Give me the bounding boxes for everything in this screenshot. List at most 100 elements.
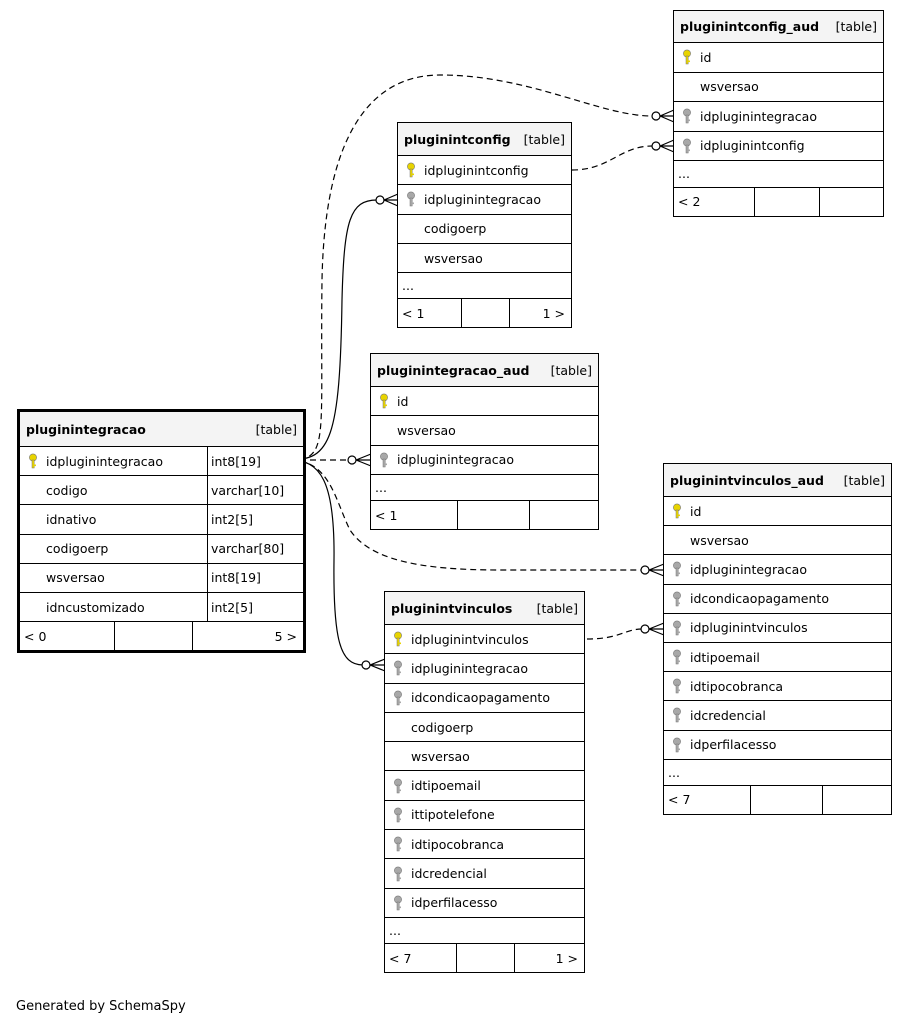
foreign-key-icon xyxy=(385,807,411,823)
relationship-line xyxy=(289,459,642,571)
column-name: wsversao xyxy=(690,532,749,548)
parent-count[interactable]: < 7 xyxy=(668,792,691,808)
column-row[interactable]: idcondicaopagamento xyxy=(664,585,891,614)
column-row[interactable]: wsversao xyxy=(398,244,571,274)
column-row[interactable]: idtipocobranca xyxy=(385,830,584,860)
column-row[interactable]: id xyxy=(371,387,598,417)
column-row[interactable]: idpluginintconfig xyxy=(674,132,883,161)
column-row[interactable]: idnativo int2[5] xyxy=(20,505,303,535)
column-name: idnativo xyxy=(46,511,97,527)
column-name: idtipoemail xyxy=(690,649,760,665)
column-name: codigoerp xyxy=(424,221,487,237)
foreign-key-icon xyxy=(664,737,690,753)
column-row[interactable]: idpluginintegracao xyxy=(664,555,891,585)
parent-count[interactable]: < 0 xyxy=(24,628,47,644)
more-columns-indicator[interactable]: ... xyxy=(398,273,571,300)
table-header: pluginintegracao_aud[table] xyxy=(371,354,598,387)
crows-foot-marker xyxy=(369,658,386,672)
column-name: codigoerp xyxy=(411,719,474,735)
crows-foot-marker xyxy=(383,193,399,207)
column-row[interactable]: ittipotelefone xyxy=(385,801,584,831)
more-columns-indicator[interactable]: ... xyxy=(371,475,598,502)
column-name: idtipocobranca xyxy=(411,836,505,852)
relationship-count-footer: < 1 xyxy=(371,501,598,530)
crows-foot-marker xyxy=(659,139,675,153)
crows-foot-marker xyxy=(375,195,385,205)
table-pluginintvinculos[interactable]: pluginintvinculos[table]idpluginintvincu… xyxy=(384,591,585,974)
more-columns-indicator[interactable]: ... xyxy=(664,760,891,786)
child-count[interactable]: 5 > xyxy=(192,622,303,651)
child-count[interactable]: 1 > xyxy=(514,944,584,973)
column-name: idpluginintegracao xyxy=(411,660,528,676)
table-name: pluginintegracao xyxy=(26,421,146,437)
column-row[interactable]: wsversao xyxy=(371,416,598,446)
column-row[interactable]: codigoerp xyxy=(398,215,571,244)
column-row[interactable]: wsversao xyxy=(385,742,584,772)
column-row[interactable]: idpluginintegracao xyxy=(371,446,598,475)
crows-foot-marker xyxy=(347,455,357,465)
foreign-key-icon xyxy=(664,591,690,607)
child-count[interactable]: 1 > xyxy=(509,299,571,328)
column-row[interactable]: idtipocobranca xyxy=(664,672,891,702)
column-row[interactable]: idperfilacesso xyxy=(385,889,584,918)
parent-count[interactable]: < 7 xyxy=(389,950,412,966)
column-row[interactable]: wsversao xyxy=(674,73,883,102)
column-name: idpluginintconfig xyxy=(424,162,529,178)
more-columns-indicator[interactable]: ... xyxy=(385,918,584,945)
column-name: idtipoemail xyxy=(411,778,481,794)
foreign-key-icon xyxy=(674,108,700,124)
relationship-line xyxy=(571,145,653,171)
child-count[interactable] xyxy=(822,785,891,814)
column-name: wsversao xyxy=(700,79,759,95)
parent-count[interactable]: < 1 xyxy=(375,507,398,523)
column-name: idpluginintegracao xyxy=(700,108,817,124)
column-name: idncustomizado xyxy=(46,599,145,615)
column-row[interactable]: idpluginintvinculos xyxy=(664,614,891,643)
column-row[interactable]: idpluginintvinculos xyxy=(385,625,584,655)
relationship-line xyxy=(289,459,364,666)
table-pluginintegracao[interactable]: pluginintegracao[table]idpluginintegraca… xyxy=(17,409,306,654)
column-row[interactable]: id xyxy=(664,497,891,527)
column-row[interactable]: idperfilacesso xyxy=(664,731,891,760)
more-columns-indicator[interactable]: ... xyxy=(674,161,883,188)
primary-key-icon xyxy=(20,453,46,469)
column-row[interactable]: id xyxy=(674,43,883,73)
column-datatype: int2[5] xyxy=(207,505,303,534)
foreign-key-icon xyxy=(664,678,690,694)
column-row[interactable]: idpluginintegracao xyxy=(674,102,883,132)
column-datatype: varchar[80] xyxy=(207,534,303,563)
parent-count[interactable]: < 2 xyxy=(678,194,701,209)
column-row[interactable]: idcondicaopagamento xyxy=(385,684,584,713)
column-name: idcredencial xyxy=(411,866,487,882)
child-count[interactable] xyxy=(819,187,883,216)
parent-count[interactable]: < 1 xyxy=(402,305,425,321)
relationship-line xyxy=(289,199,378,461)
column-row[interactable]: idcredencial xyxy=(664,701,891,731)
column-row[interactable]: idpluginintconfig xyxy=(398,156,571,186)
column-row[interactable]: idcredencial xyxy=(385,859,584,889)
column-row[interactable]: idpluginintegracao xyxy=(398,185,571,215)
foreign-key-icon xyxy=(664,561,690,577)
column-row[interactable]: idtipoemail xyxy=(664,643,891,673)
table-type-label: [table] xyxy=(843,472,885,488)
crows-foot-marker xyxy=(648,622,665,636)
crows-foot-marker xyxy=(648,563,665,577)
column-name: idpluginintegracao xyxy=(424,191,541,207)
column-row[interactable]: codigoerp xyxy=(385,713,584,743)
column-row[interactable]: idpluginintegracao xyxy=(385,654,584,684)
column-row[interactable]: idtipoemail xyxy=(385,771,584,801)
foreign-key-icon xyxy=(664,707,690,723)
child-count[interactable] xyxy=(529,501,598,530)
column-row[interactable]: wsversao xyxy=(664,526,891,556)
row-count xyxy=(461,299,509,328)
